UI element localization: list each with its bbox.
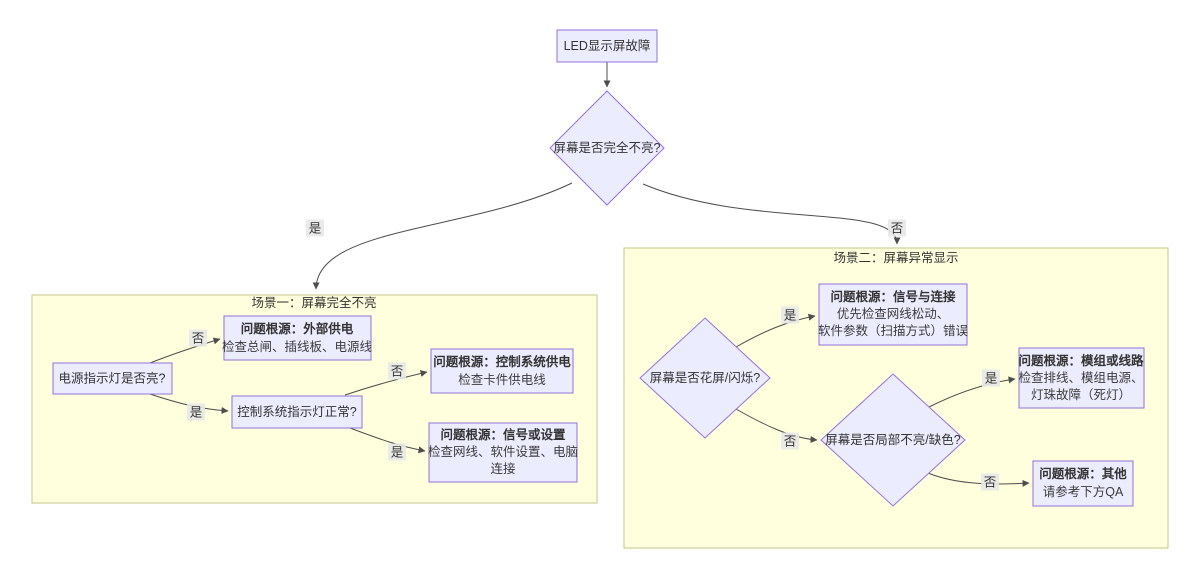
edge-label-text: 是	[391, 446, 404, 460]
edge-label-flicker-no: 否	[781, 432, 799, 450]
result-external-power-desc: 检查总闸、插线板、电源线	[222, 339, 373, 354]
edge-partial-yes	[928, 376, 1016, 408]
node-root-box	[556, 29, 658, 63]
main-decision-diamond	[549, 90, 665, 206]
edge-label-text: 是	[985, 372, 998, 386]
flicker-question-label: 屏幕是否花屏/闪烁?	[650, 370, 760, 385]
node-result-module-circuit: 问题根源：模组或线路 检查排线、模组电源、 灯珠故障（死灯）	[1018, 347, 1145, 409]
node-flicker-question: 屏幕是否花屏/闪烁?	[639, 317, 771, 439]
result-external-power-box	[223, 315, 372, 361]
edge-label-power-yes: 是	[187, 403, 205, 421]
result-signal-settings-title: 问题根源：信号或设置	[440, 427, 566, 442]
edge-label-main-yes: 是	[306, 219, 324, 237]
result-signal-connection-title: 问题根源：信号与连接	[830, 289, 956, 304]
edge-control-yes	[349, 427, 426, 454]
result-signal-settings-box	[428, 422, 578, 483]
edge-partial-no	[927, 472, 1030, 487]
node-result-signal-settings: 问题根源：信号或设置 检查网线、软件设置、电脑 连接	[428, 422, 578, 483]
edge-label-text: 否	[784, 435, 797, 449]
node-power-question: 电源指示灯是否亮?	[52, 362, 173, 395]
node-root-label: LED显示屏故障	[564, 38, 651, 53]
flicker-question-diamond	[639, 317, 771, 439]
edge-labels: 是 否 否 是 否 是 是 否	[187, 219, 1000, 491]
main-decision-label: 屏幕是否完全不亮?	[554, 140, 661, 155]
node-control-question: 控制系统指示灯正常?	[231, 395, 363, 429]
result-other-title: 问题根源：其他	[1039, 466, 1127, 481]
edge-label-bg	[189, 329, 207, 347]
edge-label-bg	[388, 443, 406, 461]
node-partial-question: 屏幕是否局部不亮/缺色?	[820, 373, 966, 507]
result-other-box	[1032, 460, 1134, 507]
edge-control-no	[344, 370, 428, 396]
result-module-circuit-box	[1018, 347, 1145, 409]
result-module-circuit-title: 问题根源：模组或线路	[1018, 353, 1144, 368]
edge-label-partial-no: 否	[981, 473, 999, 491]
result-module-circuit-desc2: 灯珠故障（死灯）	[1031, 387, 1131, 402]
edge-label-bg	[888, 219, 906, 237]
result-external-power-title: 问题根源：外部供电	[241, 321, 354, 336]
edge-label-main-no: 否	[888, 219, 906, 237]
edge-label-bg	[781, 432, 799, 450]
edge-flicker-yes	[735, 313, 816, 348]
node-result-other: 问题根源：其他 请参考下方QA	[1032, 460, 1134, 507]
scenario1-title: 场景一：屏幕完全不亮	[251, 295, 376, 310]
partial-question-label: 屏幕是否局部不亮/缺色?	[825, 432, 960, 447]
result-module-circuit-desc1: 检查排线、模组电源、	[1018, 370, 1143, 385]
node-result-control-power: 问题根源：控制系统供电 检查卡件供电线	[430, 348, 574, 394]
node-result-external-power: 问题根源：外部供电 检查总闸、插线板、电源线	[222, 315, 373, 361]
edge-flicker-no	[735, 408, 818, 443]
edge-label-bg	[982, 369, 1000, 387]
edge-label-text: 否	[391, 365, 404, 379]
edge-label-text: 否	[891, 222, 904, 236]
edge-label-control-yes: 是	[388, 443, 406, 461]
control-question-label: 控制系统指示灯正常?	[237, 404, 357, 419]
node-main-decision: 屏幕是否完全不亮?	[549, 90, 665, 206]
result-signal-connection-desc2: 软件参数（扫描方式）错误	[818, 323, 969, 338]
edge-label-text: 是	[784, 309, 797, 323]
result-signal-settings-desc2: 连接	[490, 461, 516, 476]
control-question-box	[231, 395, 363, 429]
edge-label-partial-yes: 是	[982, 369, 1000, 387]
result-signal-settings-desc1: 检查网线、软件设置、电脑	[428, 444, 578, 459]
partial-question-diamond	[820, 373, 966, 507]
edge-label-flicker-yes: 是	[781, 306, 799, 324]
edge-label-bg	[981, 473, 999, 491]
result-control-power-box	[430, 348, 574, 394]
edge-main-to-scenario2	[642, 183, 901, 245]
power-question-label: 电源指示灯是否亮?	[59, 371, 166, 386]
result-control-power-title: 问题根源：控制系统供电	[433, 354, 571, 369]
power-question-box	[52, 362, 173, 395]
edge-label-bg	[306, 219, 324, 237]
result-control-power-desc: 检查卡件供电线	[458, 372, 546, 387]
edge-label-bg	[388, 362, 406, 380]
edge-label-control-no: 否	[388, 362, 406, 380]
result-signal-connection-desc1: 优先检查网线松动、	[837, 306, 950, 321]
edge-label-power-no: 否	[189, 329, 207, 347]
scenario2-title: 场景二：屏幕异常显示	[833, 251, 958, 265]
node-root: LED显示屏故障	[556, 29, 658, 63]
result-other-desc: 请参考下方QA	[1043, 484, 1124, 499]
edge-label-text: 是	[309, 222, 322, 236]
edge-label-text: 是	[190, 406, 203, 420]
node-result-signal-connection: 问题根源：信号与连接 优先检查网线松动、 软件参数（扫描方式）错误	[818, 283, 969, 346]
edge-label-text: 否	[984, 476, 997, 490]
edge-power-no	[149, 337, 221, 364]
result-signal-connection-box	[818, 283, 968, 346]
edge-label-text: 否	[192, 332, 205, 346]
edge-label-bg	[781, 306, 799, 324]
edge-label-bg	[187, 403, 205, 421]
edge-main-to-scenario1	[312, 182, 573, 290]
